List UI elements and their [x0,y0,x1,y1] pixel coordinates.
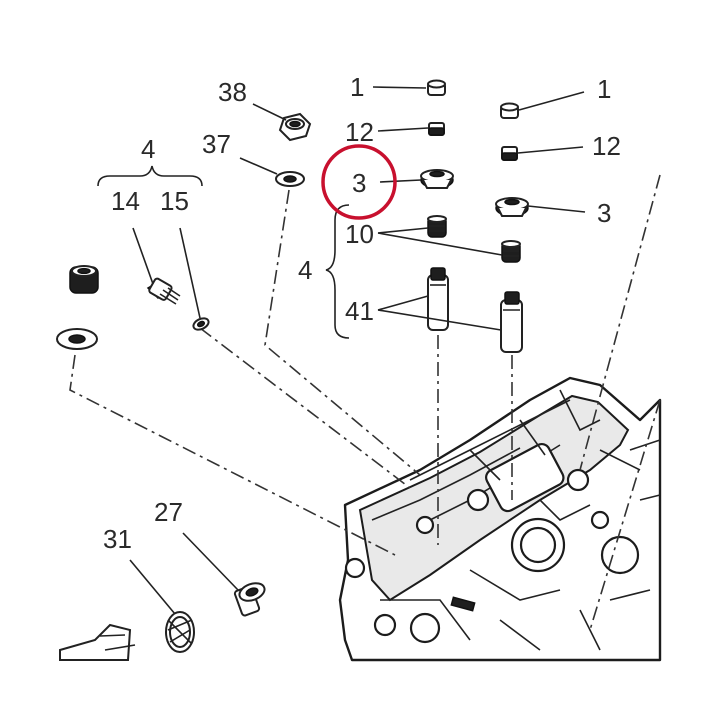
nut-38 [278,112,312,142]
callout-12-right: 12 [592,131,621,161]
callout-labels: 1 1 12 12 3 3 10 41 4 4 14 15 38 37 27 3… [103,72,621,554]
valve-stack-left [420,79,454,331]
seal-10-left [427,215,447,238]
centerline-right-lower [589,399,661,631]
valve-stack-right [495,102,529,353]
bushing-27 [233,582,266,617]
bolt-14 [146,277,181,305]
washer-15 [192,317,210,331]
callout-12-left: 12 [345,117,374,147]
centerline-bolt-14-15 [199,327,411,489]
seal-10-right [501,240,521,263]
callout-41: 41 [345,296,374,326]
spring-31 [59,611,195,661]
nut-left [69,265,99,294]
centerline-nut-left [69,354,396,556]
callout-31: 31 [103,524,132,554]
washer-left [56,328,98,350]
leader-lines [129,86,586,615]
collet-12-left [428,122,445,136]
callout-3-right: 3 [597,198,611,228]
callout-1-left: 1 [350,72,364,102]
callout-4-side: 4 [298,255,312,285]
centerline-right-top [579,174,661,471]
centerline-nut-38 [264,189,421,476]
retainer-3-left [420,169,454,189]
shim-1-left [427,79,446,96]
callout-37: 37 [202,129,231,159]
brace-group-4-top [97,165,203,187]
callout-1-right: 1 [597,74,611,104]
shim-1-right [500,102,519,119]
cylinder-head [338,376,662,662]
callout-38: 38 [218,77,247,107]
retainer-3-right [495,197,529,217]
guide-41-left [427,267,449,331]
callout-14: 14 [111,186,140,216]
callout-10: 10 [345,219,374,249]
callout-4-top: 4 [141,134,155,164]
guide-41-right [500,291,523,353]
washer-37 [275,171,305,187]
callout-3-left: 3 [352,168,366,198]
highlight-circle [321,144,397,220]
brace-group-4-side [325,204,350,339]
callout-27: 27 [154,497,183,527]
callout-15: 15 [160,186,189,216]
center-lines [69,174,661,631]
collet-12-right [501,146,518,161]
